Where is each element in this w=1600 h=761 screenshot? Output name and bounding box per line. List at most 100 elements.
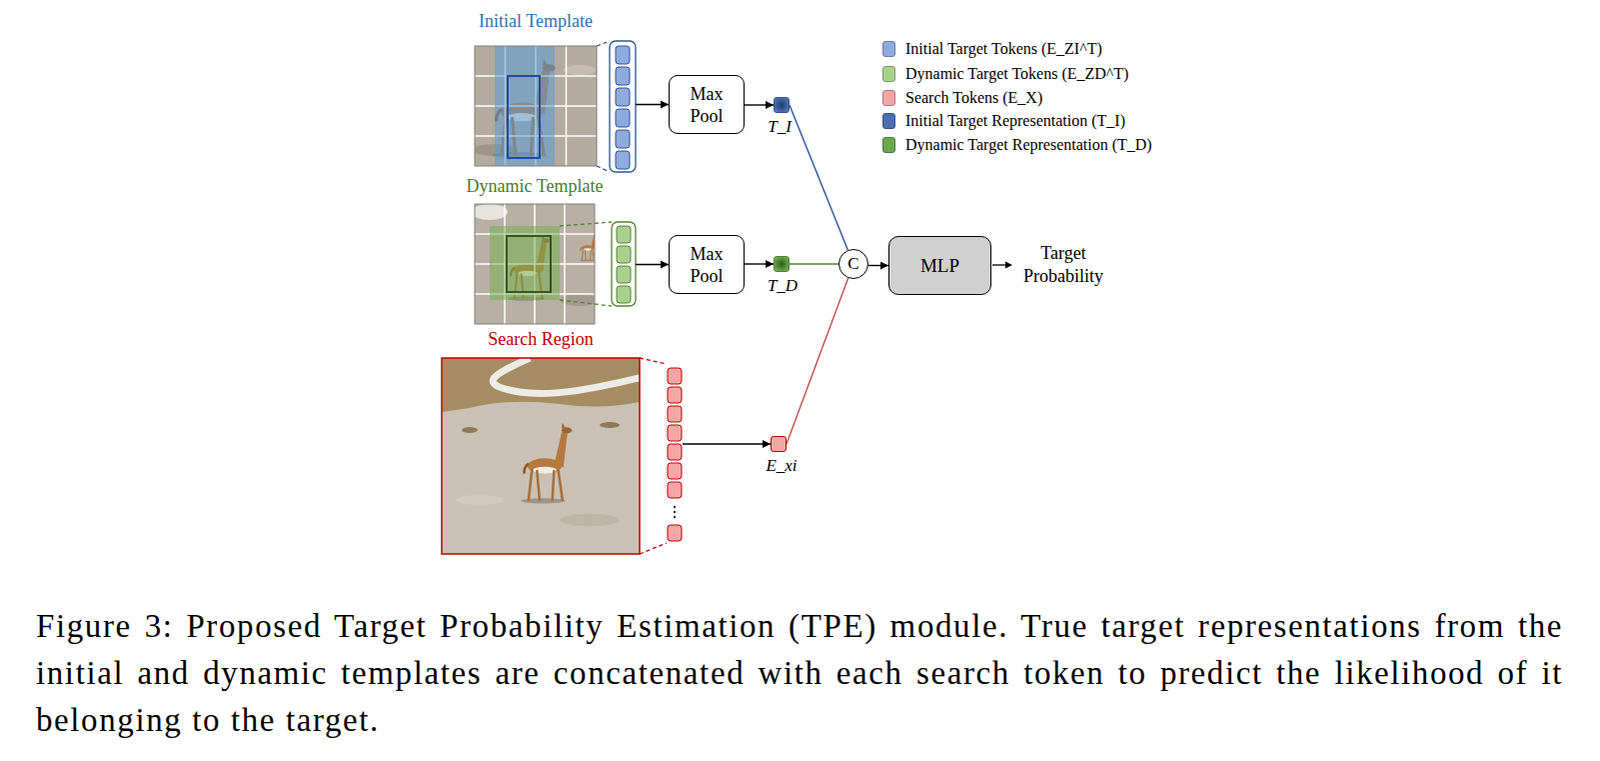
search-tokens	[667, 443, 682, 460]
connector-arrow	[868, 264, 889, 266]
target-representation: T_I	[773, 96, 790, 113]
legend-entry: Dynamic Target Tokens (E_ZD^T)	[882, 63, 1129, 84]
output-arrow	[1005, 261, 1013, 269]
dynamic-target-tokens	[616, 285, 631, 303]
dynamic-target-tokens	[559, 299, 612, 306]
initial-target-tokens	[615, 129, 630, 148]
search-region-photo	[461, 426, 478, 433]
dynamic-template-photo	[579, 232, 595, 262]
search-region-photo	[441, 357, 640, 412]
initial-target-tokens	[615, 66, 630, 85]
symbol-label: E_xi	[765, 455, 797, 476]
search-tokens	[673, 505, 676, 518]
legend-swatch	[882, 136, 896, 153]
search-tokens	[639, 357, 682, 554]
initial-target-tokens	[615, 108, 630, 127]
legend-swatch	[882, 40, 896, 57]
target-representation: T_D	[773, 255, 790, 272]
search-tokens	[667, 386, 682, 403]
legend-text: Dynamic Target Tokens (E_ZD^T)	[905, 63, 1129, 84]
connector-arrow	[682, 442, 771, 444]
node-label: Max Pool	[681, 82, 732, 127]
legend-entry: Search Tokens (E_X)	[882, 87, 1043, 108]
connector-arrow	[635, 103, 669, 105]
dynamic-template-photo	[474, 203, 508, 220]
search-tokens	[667, 481, 682, 498]
search-region-photo	[599, 421, 620, 428]
legend-swatch	[882, 89, 896, 106]
search-region-photo	[559, 513, 620, 526]
legend-text: Initial Target Tokens (E_ZI^T)	[905, 38, 1103, 59]
legend-entry: Initial Target Representation (T_I)	[882, 110, 1126, 131]
legend-text: Initial Target Representation (T_I)	[905, 110, 1126, 131]
dynamic-target-tokens	[559, 221, 612, 226]
search-tokens	[639, 357, 667, 364]
dynamic-target-tokens	[559, 221, 636, 306]
concat-circle: C	[838, 248, 869, 279]
initial-target-tokens	[615, 150, 630, 169]
search-token: E_xi	[770, 435, 787, 452]
initial-template-photo	[474, 45, 597, 166]
image-heading: Dynamic Template	[466, 174, 604, 197]
dynamic-template-photo	[506, 235, 551, 292]
max-pool-box: Max Pool	[668, 234, 745, 294]
mlp-box: MLP	[888, 235, 992, 295]
dynamic-target-tokens	[611, 221, 636, 306]
dynamic-target-tokens	[616, 265, 631, 283]
search-tokens	[667, 367, 682, 541]
search-image: Search Region	[441, 357, 683, 554]
initial-target-tokens	[609, 40, 636, 172]
dynamic-target-tokens	[616, 225, 631, 243]
connector-line	[786, 277, 849, 444]
connector-line	[789, 104, 848, 250]
initial-target-tokens	[596, 165, 610, 172]
search-region-photo	[441, 357, 640, 554]
search-region-photo	[441, 357, 640, 554]
initial-template-photo	[494, 45, 555, 166]
figure-caption: Figure 3: Proposed Target Probability Es…	[35, 602, 1564, 744]
initial-template-photo	[474, 45, 597, 166]
initial-target-tokens	[615, 45, 630, 64]
template-image: Initial Template	[474, 40, 636, 172]
initial-target-tokens	[596, 40, 610, 46]
node-label: Max Pool	[681, 242, 732, 287]
legend-swatch	[882, 65, 896, 82]
symbol-label: T_D	[767, 275, 798, 296]
dynamic-target-tokens	[616, 245, 631, 263]
search-region-photo	[441, 357, 640, 554]
dynamic-template-photo	[489, 225, 560, 300]
output-arrow	[992, 263, 1006, 265]
output-arrow	[992, 261, 1013, 269]
dynamic-template-photo	[474, 203, 595, 324]
dynamic-target-tokens	[616, 225, 631, 303]
dynamic-template-photo	[474, 203, 595, 324]
search-tokens	[667, 424, 682, 441]
search-region-photo	[520, 422, 572, 504]
search-tokens	[667, 367, 682, 384]
search-region-photo	[455, 494, 504, 505]
template-image: Dynamic Template	[474, 203, 636, 324]
symbol-label: T_I	[767, 116, 792, 137]
search-tokens	[673, 510, 676, 513]
initial-template-photo	[563, 64, 596, 75]
search-tokens	[667, 405, 682, 422]
dynamic-template-photo	[471, 203, 600, 324]
node-label: C	[847, 254, 859, 273]
search-region-photo	[441, 357, 640, 554]
search-tokens	[639, 542, 667, 554]
connector-arrow	[744, 262, 774, 264]
legend-swatch	[882, 112, 896, 129]
legend-entry: Initial Target Tokens (E_ZI^T)	[882, 38, 1103, 59]
initial-template-photo	[474, 45, 597, 166]
image-heading: Search Region	[487, 327, 593, 350]
legend-entry: Dynamic Target Representation (T_D)	[882, 134, 1153, 155]
initial-template-photo	[472, 45, 597, 166]
legend-text: Dynamic Target Representation (T_D)	[905, 134, 1153, 155]
legend-text: Search Tokens (E_X)	[905, 87, 1043, 108]
initial-target-tokens	[615, 45, 630, 169]
initial-target-tokens	[615, 87, 630, 106]
max-pool-box: Max Pool	[668, 74, 745, 134]
